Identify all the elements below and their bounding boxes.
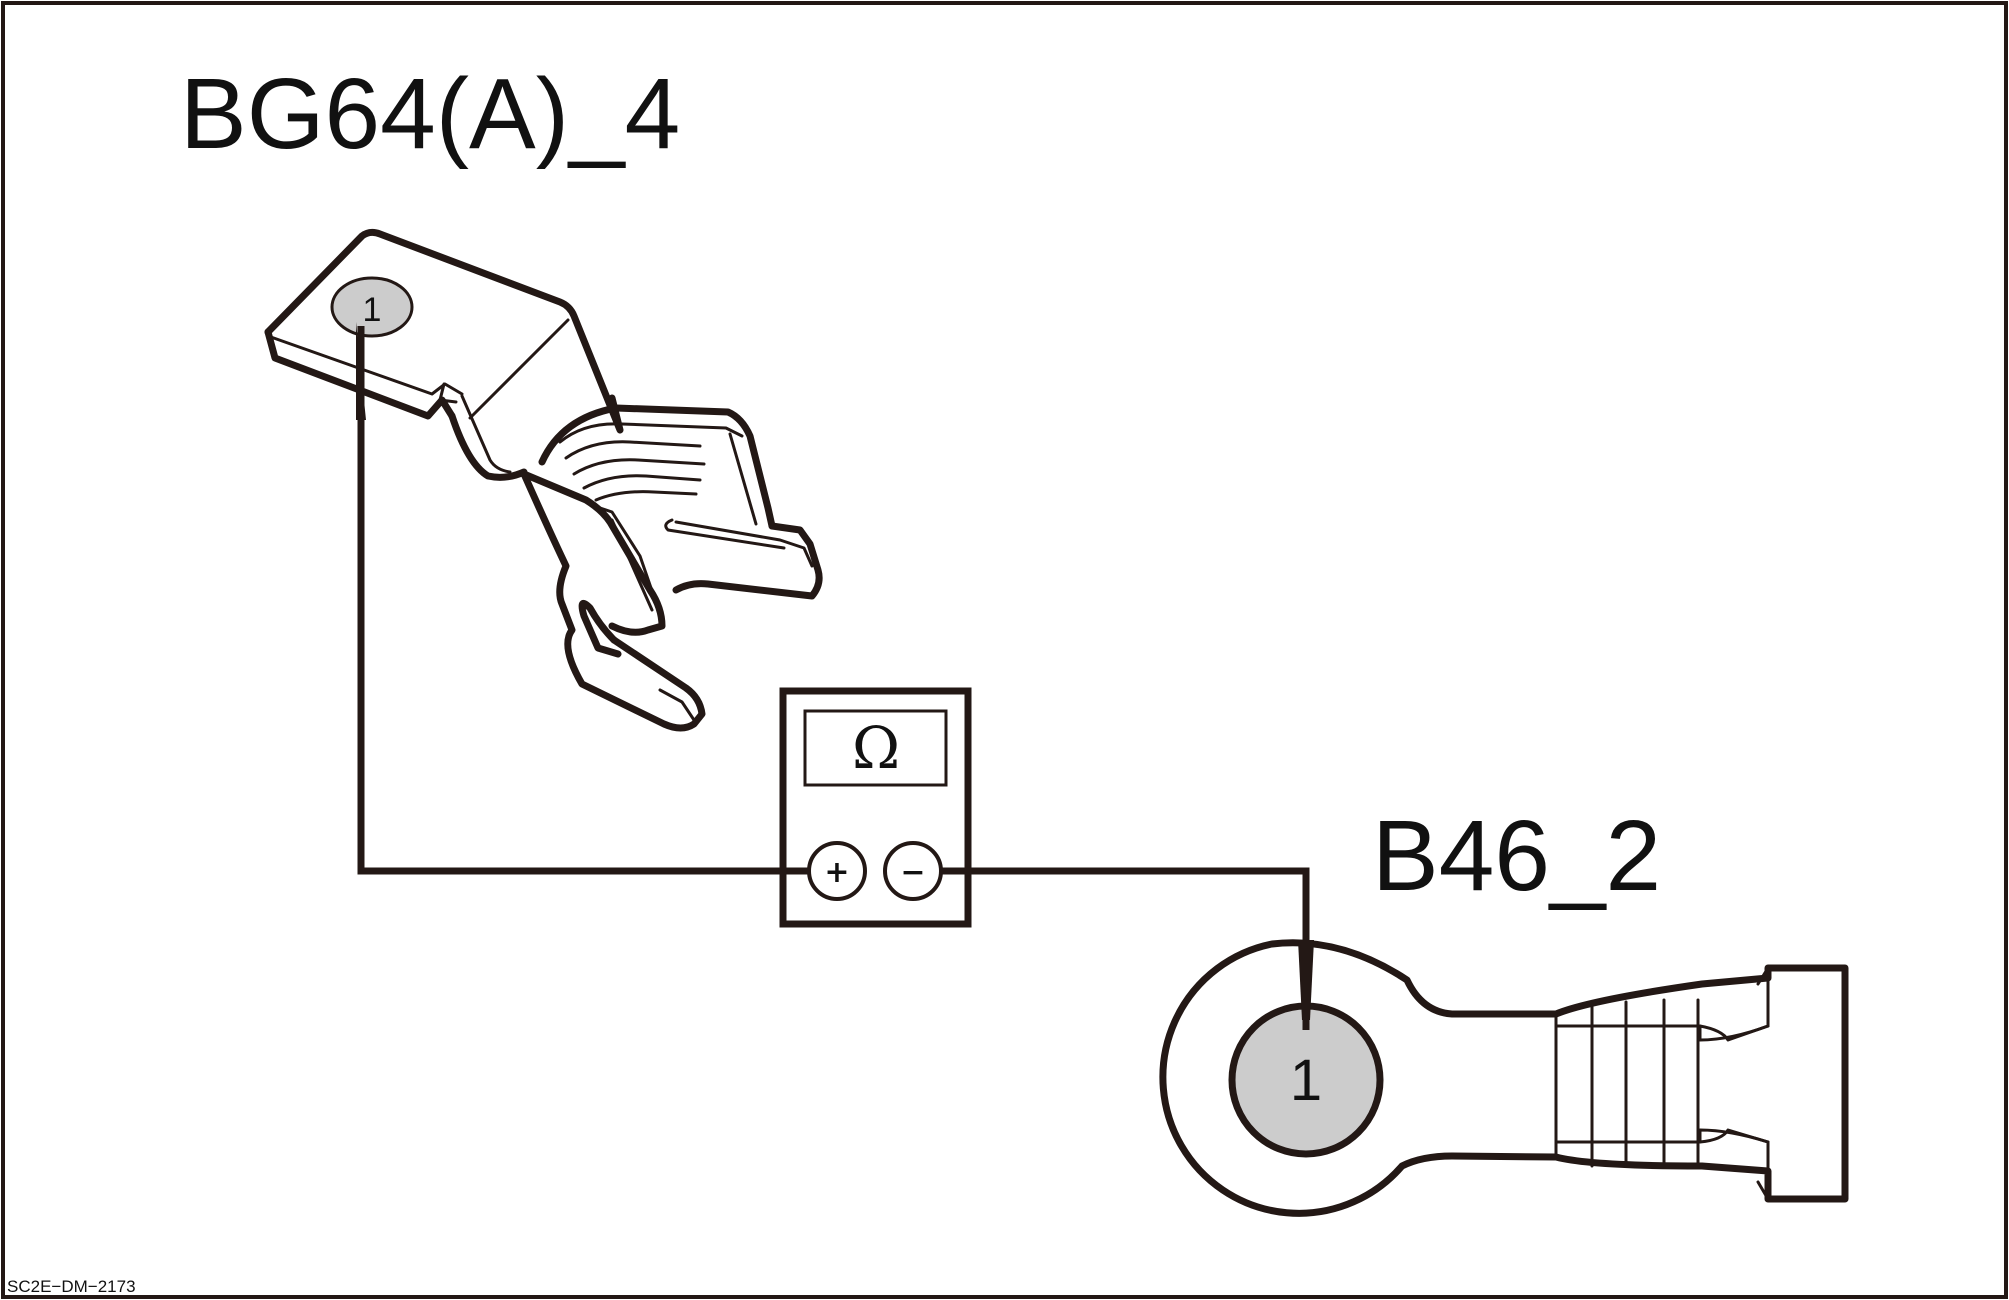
- pin-number-top: 1: [363, 291, 382, 329]
- ring-terminal-drawing: [1159, 939, 1849, 1217]
- test-lead-negative: [941, 867, 1310, 950]
- test-lead-positive: [357, 420, 809, 875]
- negative-terminal-sign: −: [900, 855, 925, 890]
- meter-display: [803, 709, 948, 787]
- connector-label-bottom: B46_2: [1372, 800, 1661, 912]
- pin-marker-top: [330, 276, 414, 338]
- ohmmeter: Ω + −: [779, 687, 972, 928]
- spade-terminal-drawing: [264, 228, 823, 732]
- ohm-symbol: Ω: [852, 714, 900, 782]
- pin-number-bottom: 1: [1290, 1048, 1322, 1113]
- figure-code: SC2E−DM−2173: [7, 1277, 136, 1296]
- connector-label-top: BG64(A)_4: [180, 58, 680, 170]
- positive-terminal-sign: +: [824, 855, 849, 890]
